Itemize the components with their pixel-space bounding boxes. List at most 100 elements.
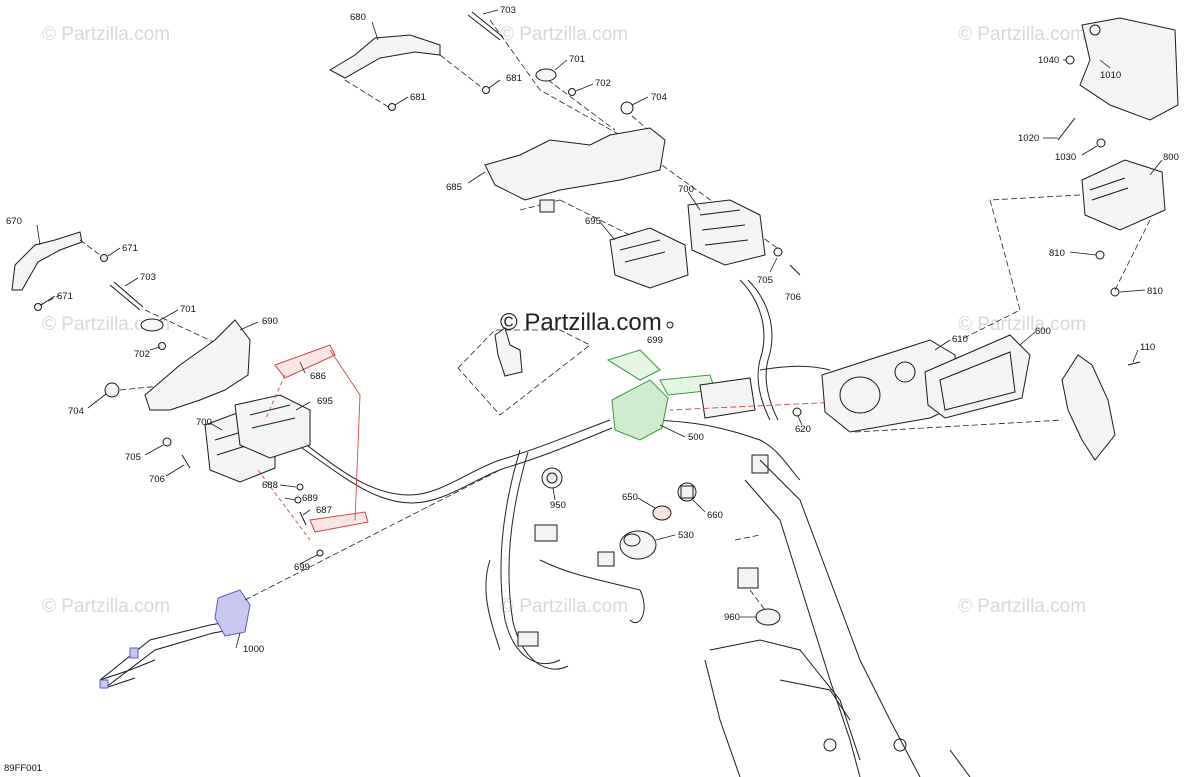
callout-960: 960 <box>724 612 740 623</box>
callout-671-a: 671 <box>122 243 138 254</box>
callout-705-left: 705 <box>125 452 141 463</box>
callout-688: 688 <box>262 480 278 491</box>
callout-800: 800 <box>1163 152 1179 163</box>
washer-701-left <box>140 318 164 332</box>
nut-1040 <box>1065 55 1075 65</box>
callout-610: 610 <box>952 334 968 345</box>
callout-810-b: 810 <box>1147 286 1163 297</box>
connector-plug <box>751 454 769 474</box>
callout-704-top: 704 <box>651 92 667 103</box>
watermark-top-left: © Partzilla.com <box>42 24 170 45</box>
screw-671-b <box>34 303 42 311</box>
watermark-bottom-right: © Partzilla.com <box>958 596 1086 617</box>
callout-700-top: 700 <box>678 184 694 195</box>
callout-810-a: 810 <box>1049 248 1065 259</box>
module-695-top <box>609 227 689 289</box>
switch-950 <box>541 467 563 489</box>
callout-660: 660 <box>707 510 723 521</box>
screw-699-top <box>666 321 674 329</box>
callout-685: 685 <box>446 182 462 193</box>
bolt-703-top <box>467 11 504 41</box>
module-700-top <box>687 199 766 266</box>
callout-681-b: 681 <box>506 73 522 84</box>
screw-687 <box>299 511 307 526</box>
watermark-top-right: © Partzilla.com <box>958 24 1086 45</box>
relay-box <box>699 377 756 419</box>
screw-810-b <box>1110 287 1120 297</box>
watermark-center: © Partzilla.com <box>500 309 662 336</box>
callout-500: 500 <box>688 432 704 443</box>
callout-702-left: 702 <box>134 349 150 360</box>
callout-680: 680 <box>350 12 366 23</box>
nut-1030 <box>1096 138 1106 148</box>
sensor-bracket <box>494 327 523 377</box>
callout-110: 110 <box>1140 342 1155 353</box>
callout-703-top: 703 <box>500 5 516 16</box>
callout-699-top: 699 <box>647 335 663 346</box>
callout-690: 690 <box>262 316 278 327</box>
screw-706-top <box>789 264 801 276</box>
grommet-704-top <box>620 101 634 115</box>
callout-1010: 1010 <box>1100 70 1121 81</box>
bracket-1010 <box>1079 17 1179 121</box>
callout-650: 650 <box>622 492 638 503</box>
watermark-mid-right: © Partzilla.com <box>958 314 1086 335</box>
ring-650 <box>652 505 672 521</box>
callout-703-left: 703 <box>140 272 156 283</box>
screw-1020 <box>1057 117 1076 141</box>
socket-530 <box>619 530 657 560</box>
switch-660 <box>677 482 697 502</box>
bracket-680 <box>328 34 441 79</box>
grommet-704-left <box>104 382 120 398</box>
bracket-670 <box>11 231 83 291</box>
callout-704-left: 704 <box>68 406 84 417</box>
grommet-620 <box>792 407 802 417</box>
screw-702-left <box>158 342 166 350</box>
washer-701-top <box>535 68 557 82</box>
bracket-690 <box>144 319 251 411</box>
bolt-703-left <box>109 281 144 311</box>
screw-681-b <box>482 86 490 94</box>
callout-1020: 1020 <box>1018 133 1039 144</box>
callout-706-left: 706 <box>149 474 165 485</box>
callout-700-left: 700 <box>196 417 212 428</box>
display-600 <box>924 334 1031 419</box>
diagram-reference-code: 89FF001 <box>4 763 43 774</box>
connector-plug <box>517 631 539 647</box>
screw-702-top <box>568 88 576 96</box>
watermark-top-center: © Partzilla.com <box>500 24 628 45</box>
watermark-bottom-left: © Partzilla.com <box>42 596 170 617</box>
callout-705-top: 705 <box>757 275 773 286</box>
bracket-110 <box>1061 354 1116 461</box>
callout-699-left: 699 <box>294 562 310 573</box>
handlebar-switch-1000 <box>99 589 251 689</box>
bracket-686-highlighted <box>257 344 369 541</box>
callout-702-top: 702 <box>595 78 611 89</box>
callouts: 680 703 681 681 701 702 704 685 700 695 … <box>6 5 1179 655</box>
callout-695-left: 695 <box>317 396 333 407</box>
callout-600: 600 <box>1035 326 1051 337</box>
screw-689 <box>294 496 302 504</box>
frame-structure <box>704 459 971 777</box>
connector-plug <box>597 551 615 567</box>
screw-110 <box>1127 361 1141 366</box>
watermark-bottom-center: © Partzilla.com <box>500 596 628 617</box>
callout-701-top: 701 <box>569 54 585 65</box>
screw-688 <box>296 483 304 491</box>
callout-950: 950 <box>550 500 566 511</box>
callout-670: 670 <box>6 216 22 227</box>
screw-706-left <box>181 454 191 469</box>
callout-689: 689 <box>302 493 318 504</box>
screw-699-left <box>316 549 324 557</box>
switch-960 <box>737 567 781 626</box>
watermarks: © Partzilla.com © Partzilla.com © Partzi… <box>42 24 1086 617</box>
callout-1030: 1030 <box>1055 152 1076 163</box>
watermark-mid-left: © Partzilla.com <box>42 314 170 335</box>
callout-530: 530 <box>678 530 694 541</box>
wiring-harness <box>299 279 831 670</box>
callout-687: 687 <box>316 505 332 516</box>
screw-810-a <box>1095 250 1105 260</box>
module-800 <box>1081 159 1166 231</box>
